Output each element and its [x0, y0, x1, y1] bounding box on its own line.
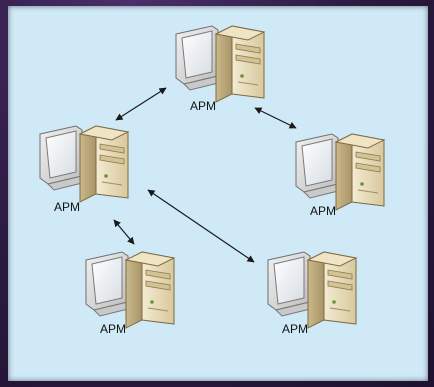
arrow-top-right [254, 107, 297, 129]
arrow-left-bottom-right [147, 189, 255, 263]
node-label: APM [310, 204, 336, 218]
node-label: APM [54, 200, 80, 214]
computer-icon [39, 125, 129, 203]
node-left: APM [39, 125, 129, 214]
node-label: APM [282, 322, 308, 336]
node-right: APM [295, 133, 385, 218]
computer-icon [295, 133, 385, 211]
node-label: APM [100, 322, 126, 336]
computer-icon [175, 25, 265, 103]
arrow-top-left [115, 87, 167, 121]
node-bottom-left: APM [85, 251, 175, 336]
arrow-left-bottom-left [113, 219, 135, 245]
computer-icon [267, 251, 357, 329]
connections [113, 87, 297, 263]
node-top: APM [175, 25, 265, 113]
node-label: APM [190, 99, 216, 113]
node-bottom-right: APM [267, 251, 357, 336]
computer-icon [85, 251, 175, 329]
